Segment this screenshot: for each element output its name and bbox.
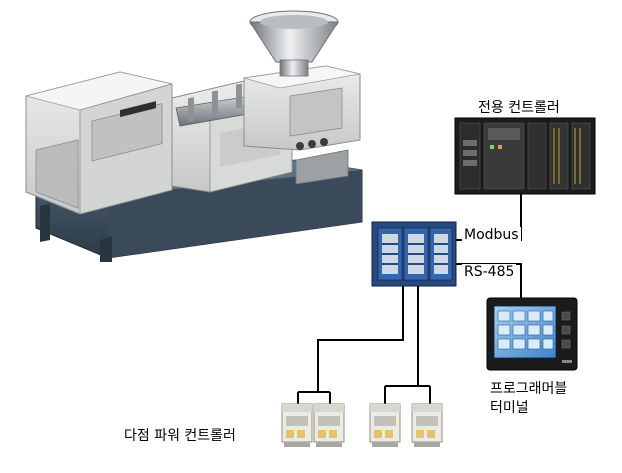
dedicated-controller-label: 전용 컨트롤러 bbox=[478, 100, 560, 116]
modbus-label: Modbus bbox=[462, 227, 521, 243]
power-controller-group-right bbox=[369, 403, 443, 447]
power-controller-unit bbox=[313, 403, 345, 447]
power-controller-group-left bbox=[281, 403, 345, 447]
power-controller-unit bbox=[281, 403, 313, 447]
power-controller-unit bbox=[411, 403, 443, 447]
rs485-label: RS-485 bbox=[462, 264, 517, 280]
injection-molding-machine bbox=[25, 10, 363, 262]
power-controller-unit bbox=[369, 403, 401, 447]
multipoint-power-controller-label: 다점 파워 컨트롤러 bbox=[124, 428, 236, 444]
dedicated-controller-device bbox=[454, 117, 596, 195]
drop-line-left bbox=[317, 286, 404, 392]
programmable-terminal-label-line2: 터미널 bbox=[490, 400, 529, 416]
programmable-terminal-label-line1: 프로그래머블 bbox=[490, 381, 568, 397]
io-unit-device bbox=[371, 221, 457, 287]
programmable-terminal-device bbox=[486, 297, 578, 371]
